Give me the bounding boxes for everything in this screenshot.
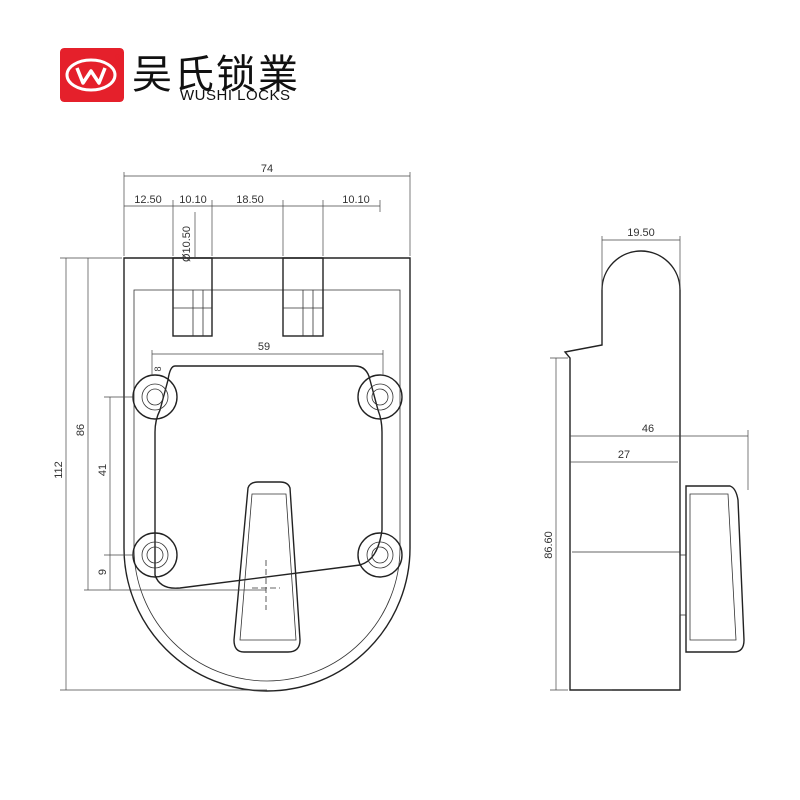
dim-segment-2: 10.10 [179, 194, 207, 206]
front-body-outline [123, 257, 411, 692]
dim-depth-total: 46 [642, 423, 654, 435]
dim-depth-body: 27 [618, 449, 630, 461]
thumb-knob [233, 481, 301, 653]
dim-body-height: 86 [75, 424, 87, 436]
front-view: 74 12.50 10.10 18.50 10.10 Ø10.50 59 8 1… [53, 163, 411, 692]
front-dimension-lines [60, 172, 411, 691]
screw-hole-top-left [132, 374, 178, 420]
dim-hole-spacing: 59 [258, 341, 270, 353]
side-body-outline [563, 250, 681, 691]
registered-mark: ® [115, 53, 121, 62]
brand-name-english: WUSHI LOCKS [180, 87, 291, 104]
dim-hole-radius: 8 [153, 366, 163, 371]
screw-hole-top-right [357, 374, 403, 420]
mounting-plate-outline [154, 365, 383, 589]
dim-side-height: 86.60 [543, 531, 555, 559]
dim-hole-vertical-spacing: 41 [97, 464, 109, 476]
dim-overall-width: 74 [261, 163, 273, 175]
dim-bottom-offset: 9 [97, 569, 109, 575]
dim-total-height: 112 [53, 461, 65, 479]
dim-segment-4: 10.10 [342, 194, 370, 206]
dim-pin-diameter: Ø10.50 [181, 226, 193, 262]
dim-top-width: 19.50 [627, 227, 655, 239]
side-knob [679, 485, 745, 653]
screw-hole-bottom-right [357, 532, 403, 578]
hinge-tabs [172, 257, 324, 337]
brand-name-chinese: 吴氏锁業 [132, 52, 300, 98]
side-view: 19.50 46 27 86.60 [543, 227, 749, 691]
front-body-inner-outline [133, 289, 401, 682]
dim-segment-3: 18.50 [236, 194, 264, 206]
brand-logo-icon: ® [60, 48, 124, 102]
side-dimension-lines [550, 236, 749, 691]
dim-segment-1: 12.50 [134, 194, 162, 206]
